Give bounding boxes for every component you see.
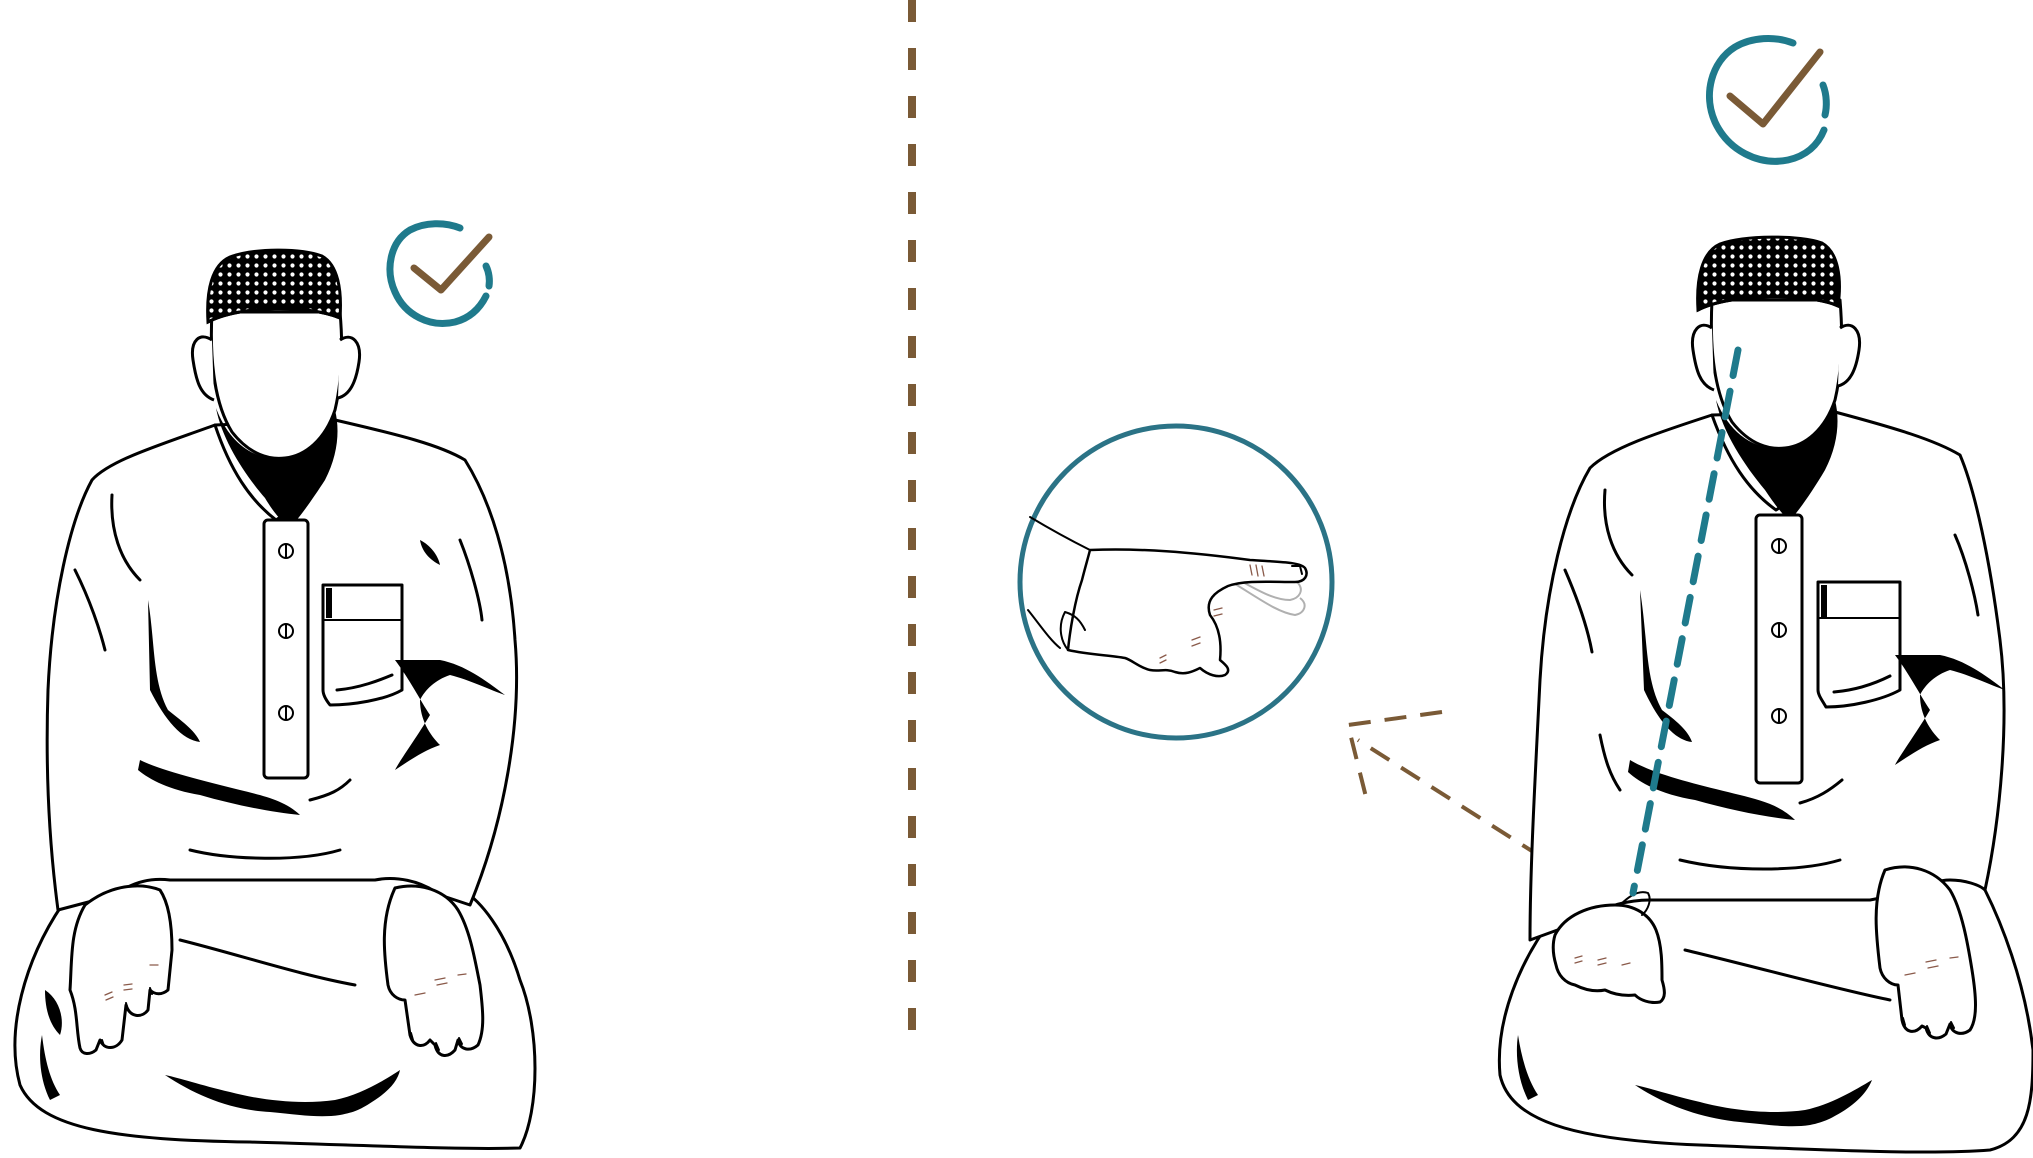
check-circle-icon-right: [1709, 38, 1826, 161]
right-figure: [1499, 237, 2033, 1152]
right-figure-ear-left: [1692, 325, 1714, 390]
check-circle-icon: [390, 224, 489, 324]
right-figure-ear-right: [1838, 325, 1860, 386]
left-figure: [15, 250, 535, 1148]
right-figure-placket: [1756, 515, 1802, 783]
left-figure-pocket: [323, 585, 402, 705]
left-figure-ear-left: [192, 337, 214, 400]
left-figure-ear-right: [338, 337, 360, 398]
pointing-hand-callout: [1020, 426, 1332, 738]
